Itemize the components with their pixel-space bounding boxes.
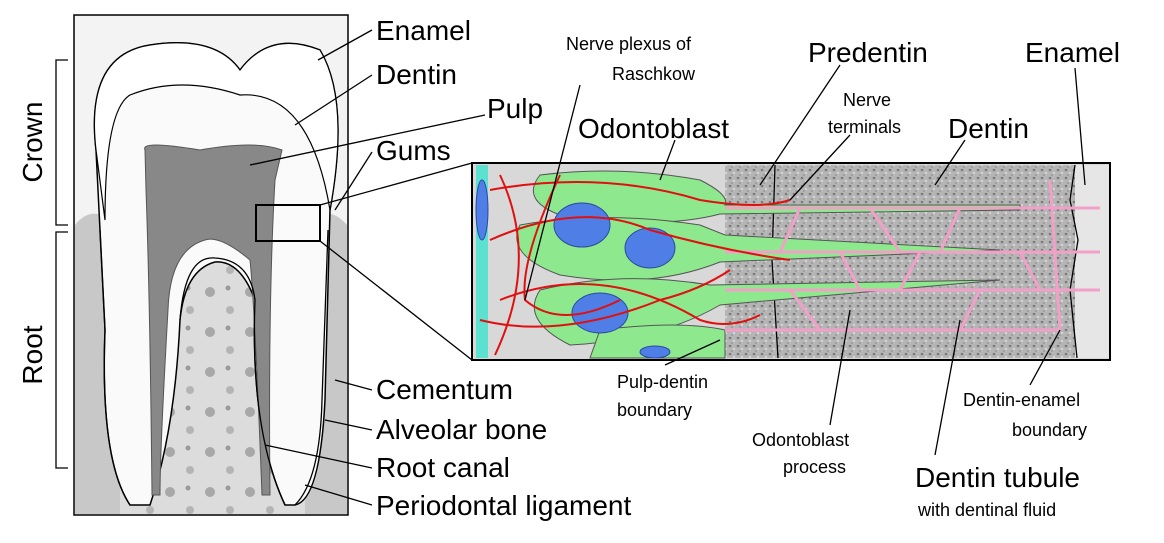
label-periodontal-ligament: Periodontal ligament (376, 490, 631, 521)
zoom-lines (319, 162, 473, 361)
label-pulp-dentin-1: Pulp-dentin (617, 372, 708, 392)
dentin-enamel-junction (1069, 164, 1079, 359)
nerve-fibers (479, 174, 791, 356)
pulp-shape (144, 144, 283, 496)
label-enamel: Enamel (376, 15, 471, 46)
label-dentin-enamel-1: Dentin-enamel (963, 390, 1080, 410)
label-gums: Gums (376, 135, 451, 166)
label-alveolar-bone: Alveolar bone (376, 414, 547, 445)
label-dentin-enamel-2: boundary (1012, 420, 1087, 440)
tooth-cross-section (73, 14, 349, 516)
root-bracket: Root (17, 231, 68, 469)
label-pulp-dentin-2: boundary (617, 400, 692, 420)
dentin-region (725, 165, 1075, 358)
label-pulp: Pulp (487, 93, 543, 124)
crown-bracket: Crown (17, 59, 68, 226)
label-cementum: Cementum (376, 374, 513, 405)
label-odontoblast-process-1: Odontoblast (752, 430, 849, 450)
cementum-line (99, 229, 329, 506)
label-dentinal-fluid: with dentinal fluid (917, 500, 1056, 520)
enamel-shape (93, 42, 339, 221)
label-root-canal: Root canal (376, 452, 510, 483)
label-odontoblast: Odontoblast (578, 113, 729, 144)
label-nerve-terminals-2: terminals (828, 117, 901, 137)
detail-region-marker (255, 204, 321, 242)
leader-lines (249, 29, 1086, 506)
label-nerve-terminals-1: Nerve (843, 90, 891, 110)
label-enamel-detail: Enamel (1025, 37, 1120, 68)
dentin-tubules (725, 179, 1100, 332)
label-dentin-tubule: Dentin tubule (915, 462, 1080, 493)
enamel-region (1075, 165, 1109, 358)
label-nerve-plexus-1: Nerve plexus of (566, 34, 692, 54)
label-dentin-detail: Dentin (948, 113, 1029, 144)
label-odontoblast-process-2: process (783, 457, 846, 477)
label-nerve-plexus-2: Raschkow (612, 64, 696, 84)
dentin-detail-panel (471, 162, 1111, 361)
label-dentin: Dentin (376, 59, 457, 90)
label-predentin: Predentin (808, 37, 928, 68)
crown-label: Crown (17, 102, 48, 183)
root-label: Root (17, 325, 48, 384)
